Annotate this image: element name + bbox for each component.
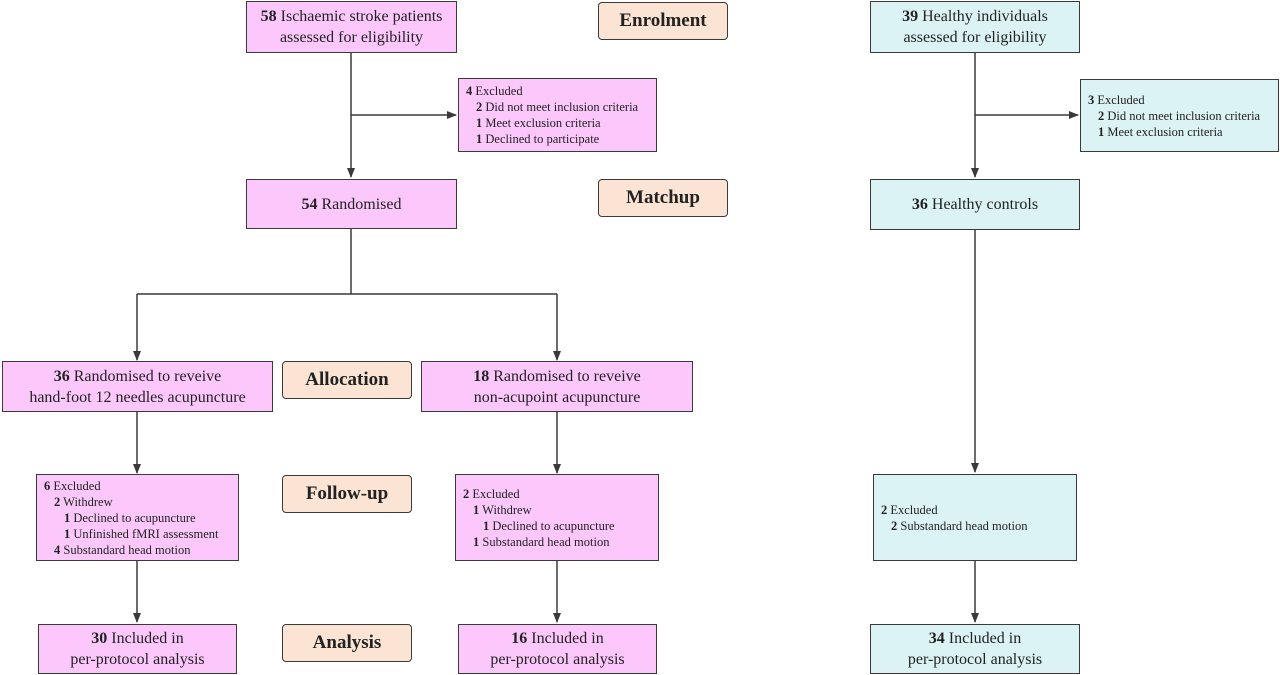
randomised-box: 54 Randomised [246,179,457,229]
healthy-analysis-count: 34 [928,630,945,647]
acupuncture-unfinished: 1 Unfinished fMRI assessment [64,526,219,541]
acupuncture-analysis-box: 30 Included in per-protocol analysis [38,624,237,674]
stage-matchup: Matchup [598,179,728,217]
nonacupoint-analysis-box: 16 Included in per-protocol analysis [458,624,657,674]
acupuncture-analysis-line2: per-protocol analysis [70,651,205,668]
nonacupoint-withdrew: 1 Withdrew [473,502,532,517]
acupuncture-excluded-count: 6 [44,478,51,493]
stage-analysis: Analysis [282,624,412,662]
nonacupoint-analysis-count: 16 [511,630,528,647]
acupuncture-allocation-count: 36 [53,367,70,385]
healthy-motion: 2 Substandard head motion [891,518,1028,533]
nonacupoint-allocation-line2: non-acupoint acupuncture [473,388,641,406]
patients-excluded-item: 1 Meet exclusion criteria [476,116,601,130]
nonacupoint-declined: 1 Declined to acupuncture [483,518,615,533]
healthy-followup-excluded-box: 2 Excluded 2 Substandard head motion [873,474,1077,561]
healthy-controls-count: 36 [911,196,928,213]
acupuncture-allocation-line1: Randomised to reveive [73,367,222,385]
healthy-assessed-line2: assessed for eligibility [903,29,1047,46]
patients-assessed-line1: Ischaemic stroke patients [280,8,443,25]
healthy-analysis-box: 34 Included in per-protocol analysis [870,624,1080,674]
acupuncture-excluded-box: 6 Excluded 2 Withdrew 1 Declined to acup… [36,474,239,561]
stage-enrolment-label: Enrolment [619,10,707,31]
healthy-excluded-item: 1 Meet exclusion criteria [1098,124,1223,139]
stage-allocation-label: Allocation [305,369,389,390]
healthy-analysis-line2: per-protocol analysis [907,651,1043,668]
patients-excluded-count: 4 [466,84,473,98]
healthy-excluded-count: 3 [1088,92,1095,107]
stage-enrolment: Enrolment [598,2,728,40]
nonacupoint-analysis-line2: per-protocol analysis [490,651,625,668]
stage-followup-label: Follow-up [305,483,389,504]
patients-excluded-item: 2 Did not meet inclusion criteria [476,100,639,114]
healthy-assessed-count: 39 [902,8,919,25]
healthy-followup-excluded-count: 2 [881,502,888,517]
healthy-excluded-item: 2 Did not meet inclusion criteria [1098,108,1261,123]
stage-analysis-label: Analysis [312,632,382,653]
acupuncture-allocation-line2: hand-foot 12 needles acupuncture [29,388,246,406]
randomised-count: 54 [301,195,318,213]
patients-excluded-box: 4 Excluded 2 Did not meet inclusion crit… [458,78,657,152]
stage-followup: Follow-up [282,475,412,513]
acupuncture-withdrew: 2 Withdrew [54,494,113,509]
randomised-label: Randomised [321,195,402,213]
nonacupoint-motion: 1 Substandard head motion [473,534,610,549]
nonacupoint-allocation-count: 18 [473,367,490,385]
acupuncture-analysis-count: 30 [91,630,108,647]
healthy-controls-box: 36 Healthy controls [870,179,1080,230]
stage-allocation: Allocation [282,361,412,399]
nonacupoint-excluded-box: 2 Excluded 1 Withdrew 1 Declined to acup… [455,474,659,561]
acupuncture-motion: 4 Substandard head motion [54,542,191,557]
stage-matchup-label: Matchup [626,187,700,208]
patients-excluded-item: 1 Declined to participate [476,132,600,146]
healthy-excluded-box: 3 Excluded 2 Did not meet inclusion crit… [1080,79,1279,152]
patients-assessed-count: 58 [260,8,277,25]
nonacupoint-allocation-box: 18 Randomised to reveive non-acupoint ac… [421,361,693,412]
patients-excluded-label: Excluded [475,84,523,98]
healthy-assessed-box: 39 Healthy individuals assessed for elig… [870,1,1080,53]
patients-assessed-box: 58 Ischaemic stroke patients assessed fo… [246,1,457,53]
acupuncture-allocation-box: 36 Randomised to reveive hand-foot 12 ne… [2,361,273,412]
acupuncture-declined: 1 Declined to acupuncture [64,510,196,525]
patients-assessed-line2: assessed for eligibility [279,29,424,46]
nonacupoint-excluded-count: 2 [463,486,470,501]
